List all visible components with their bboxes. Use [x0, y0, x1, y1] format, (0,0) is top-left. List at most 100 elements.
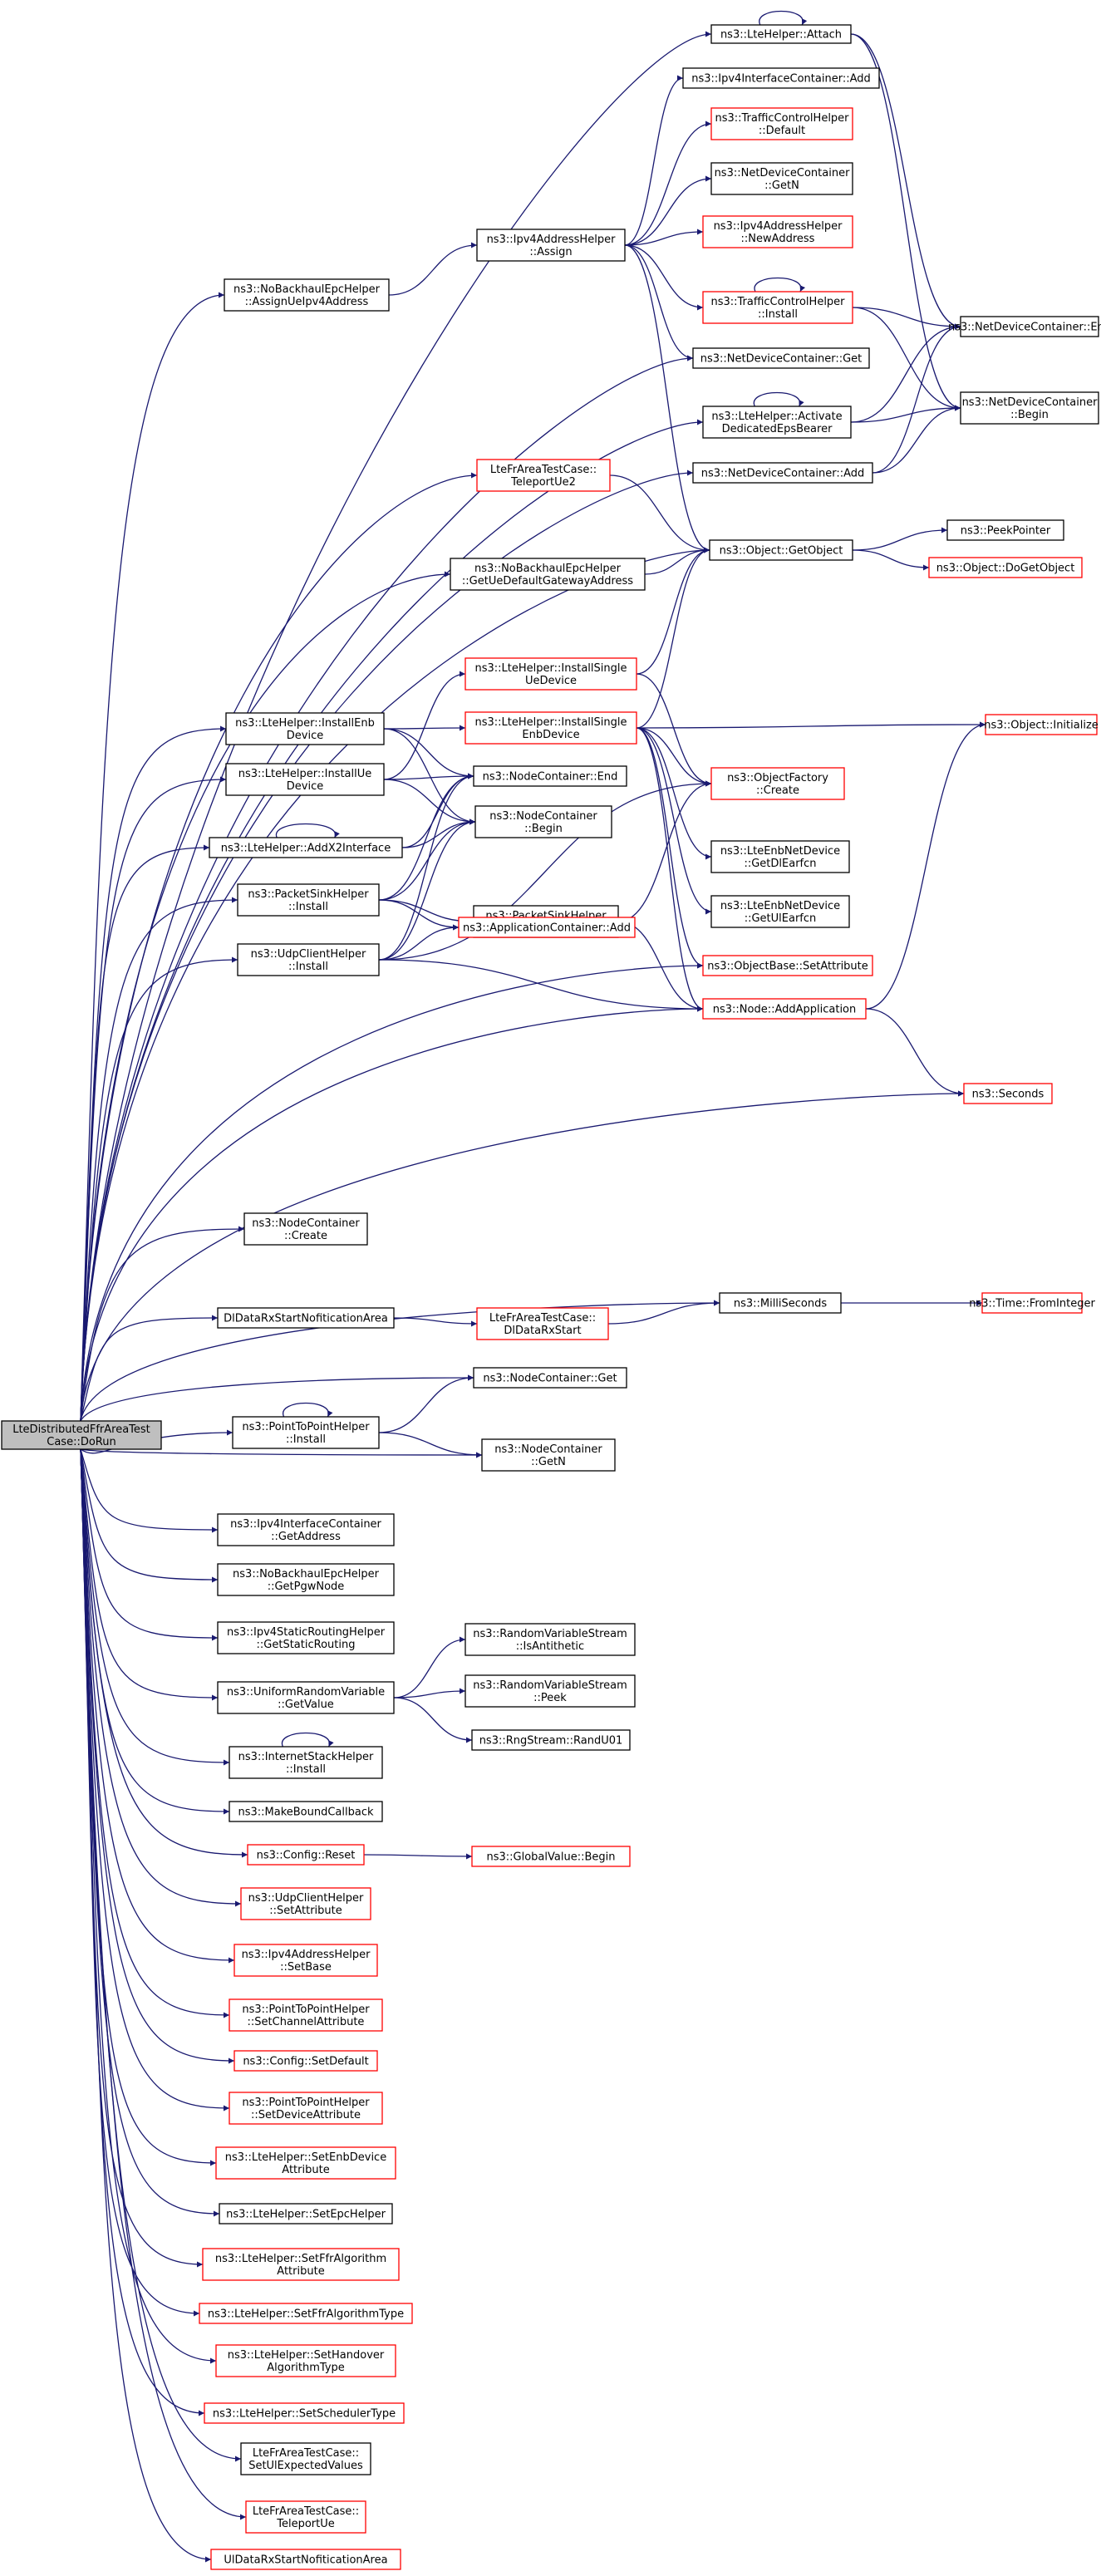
- node-ncbegin[interactable]: ns3::NodeContainer::Begin: [474, 805, 612, 838]
- edge-urvgetvalue-to-randu01: [393, 1697, 473, 1743]
- node-getstatic[interactable]: ns3::Ipv4StaticRoutingHelper::GetStaticR…: [217, 1621, 395, 1654]
- node-ipv4ifadd[interactable]: ns3::Ipv4InterfaceContainer::Add: [682, 67, 880, 89]
- node-objfactory[interactable]: ns3::ObjectFactory::Create: [710, 767, 845, 800]
- node-label: ns3::MakeBoundCallback: [238, 1807, 374, 1819]
- node-teleport2[interactable]: LteFrAreaTestCase::TeleportUe2: [476, 459, 611, 492]
- node-label: ns3::Time::FromInteger: [969, 1298, 1095, 1310]
- node-ndcbegin[interactable]: ns3::NetDeviceContainer::Begin: [960, 391, 1099, 425]
- edge-root-to-teleport: [80, 1448, 247, 2520]
- node-getdlearfcn[interactable]: ns3::LteEnbNetDevice::GetDlEarfcn: [710, 840, 850, 873]
- node-getuegw[interactable]: ns3::NoBackhaulEpcHelper::GetUeDefaultGa…: [450, 558, 646, 591]
- node-attach[interactable]: ns3::LteHelper::Attach: [710, 24, 852, 44]
- node-label: ns3::TrafficControlHelper: [710, 296, 845, 308]
- node-box: [215, 2146, 396, 2180]
- node-gvbegin[interactable]: ns3::GlobalValue::Begin: [471, 1846, 631, 1867]
- node-tchdefault[interactable]: ns3::TrafficControlHelper::Default: [710, 107, 853, 140]
- node-getpgw[interactable]: ns3::NoBackhaulEpcHelper::GetPgwNode: [217, 1563, 395, 1596]
- node-teleport[interactable]: LteFrAreaTestCase::TeleportUe: [245, 2500, 366, 2534]
- node-setsched[interactable]: ns3::LteHelper::SetSchedulerType: [204, 2402, 405, 2424]
- node-seconds[interactable]: ns3::Seconds: [963, 1083, 1053, 1104]
- node-urvgetvalue[interactable]: ns3::UniformRandomVariable::GetValue: [217, 1681, 395, 1714]
- node-dogetobject[interactable]: ns3::Object::DoGetObject: [928, 557, 1083, 578]
- node-box: [229, 1746, 383, 1779]
- node-setulexp[interactable]: LteFrAreaTestCase::SetUlExpectedValues: [240, 2442, 371, 2475]
- node-activate[interactable]: ns3::LteHelper::ActivateDedicatedEpsBear…: [702, 406, 852, 439]
- node-randu01[interactable]: ns3::RngStream::RandU01: [471, 1729, 631, 1751]
- node-ncend[interactable]: ns3::NodeContainer::End: [473, 765, 627, 787]
- node-initialize[interactable]: ns3::Object::Initialize: [984, 714, 1099, 735]
- node-ulstartarea[interactable]: UlDataRxStartNofiticationArea: [210, 2549, 401, 2570]
- node-label: EnbDevice: [522, 729, 579, 741]
- node-box: [247, 1844, 365, 1866]
- node-label: ::NewAddress: [741, 233, 815, 245]
- node-ndcadd[interactable]: ns3::NetDeviceContainer::Add: [692, 462, 873, 484]
- node-label: ::Install: [286, 1433, 326, 1446]
- node-setffrtype[interactable]: ns3::LteHelper::SetFfrAlgorithmType: [199, 2303, 413, 2324]
- node-ndcend[interactable]: ns3::NetDeviceContainer::End: [948, 316, 1101, 337]
- node-ndcget[interactable]: ns3::NetDeviceContainer::Get: [692, 347, 870, 369]
- node-box: [464, 657, 637, 691]
- node-label: ns3::LteHelper::InstallSingle: [475, 662, 627, 675]
- node-ncget[interactable]: ns3::NodeContainer::Get: [473, 1367, 627, 1389]
- node-configreset[interactable]: ns3::Config::Reset: [247, 1844, 365, 1866]
- node-p2pdevice[interactable]: ns3::PointToPointHelper::SetDeviceAttrib…: [229, 2092, 383, 2125]
- node-getobject[interactable]: ns3::Object::GetObject: [709, 539, 853, 561]
- node-packetsinkinstall[interactable]: ns3::PacketSinkHelper::Install: [237, 883, 380, 917]
- node-dlstartarea[interactable]: DlDataRxStartNofiticationArea: [217, 1307, 395, 1329]
- node-nobackassign[interactable]: ns3::NoBackhaulEpcHelper::AssignUeIpv4Ad…: [224, 278, 390, 312]
- node-setepc[interactable]: ns3::LteHelper::SetEpcHelper: [219, 2203, 393, 2225]
- node-ndcgetn[interactable]: ns3::NetDeviceContainer::GetN: [710, 162, 853, 195]
- edges: [80, 10, 986, 2563]
- node-label: ::AssignUeIpv4Address: [245, 296, 369, 308]
- edge-nobackassign-to-ipv4assign: [388, 242, 478, 296]
- edge-udpinstall-to-addapp: [378, 959, 704, 1012]
- node-box: [199, 2303, 413, 2324]
- node-addapp[interactable]: ns3::Node::AddApplication: [702, 998, 867, 1020]
- node-frominteger[interactable]: ns3::Time::FromInteger: [969, 1292, 1095, 1314]
- node-ncgetn[interactable]: ns3::NodeContainer::GetN: [481, 1438, 616, 1472]
- edge-ipv4assign-to-ndcget: [624, 244, 694, 361]
- node-appadd[interactable]: ns3::ApplicationContainer::Add: [458, 917, 636, 938]
- node-box: [960, 316, 1099, 337]
- node-label: ::GetDlEarfcn: [744, 858, 816, 870]
- node-setdefault[interactable]: ns3::Config::SetDefault: [233, 2050, 378, 2072]
- node-p2pchannel[interactable]: ns3::PointToPointHelper::SetChannelAttri…: [229, 1998, 383, 2032]
- node-setattr[interactable]: ns3::ObjectBase::SetAttribute: [702, 955, 873, 976]
- node-peek[interactable]: ns3::PeekPointer: [946, 519, 1064, 541]
- node-udpinstall[interactable]: ns3::UdpClientHelper::Install: [237, 943, 380, 976]
- node-label: TeleportUe: [276, 2518, 335, 2530]
- node-isanti[interactable]: ns3::RandomVariableStream::IsAntithetic: [464, 1623, 636, 1656]
- node-dlstart[interactable]: LteFrAreaTestCase::DlDataRxStart: [476, 1307, 609, 1340]
- node-box: [225, 763, 385, 796]
- node-p2pinstall[interactable]: ns3::PointToPointHelper::Install: [232, 1416, 380, 1449]
- node-ipv4newaddr[interactable]: ns3::Ipv4AddressHelper::NewAddress: [702, 215, 853, 248]
- edge-root-to-setattr: [80, 962, 704, 1422]
- edge-installsingleenb-to-setattr: [636, 727, 704, 969]
- node-rvspeek[interactable]: ns3::RandomVariableStream::Peek: [464, 1674, 636, 1708]
- node-ipv4assign[interactable]: ns3::Ipv4AddressHelper::Assign: [476, 229, 626, 262]
- node-ipv4setbase[interactable]: ns3::Ipv4AddressHelper::SetBase: [233, 1944, 378, 1977]
- node-box: [464, 711, 637, 745]
- node-millis[interactable]: ns3::MilliSeconds: [719, 1292, 842, 1314]
- node-getulearfcn[interactable]: ns3::LteEnbNetDevice::GetUlEarfcn: [710, 895, 850, 928]
- edge-udpinstall-to-ncend: [378, 773, 474, 961]
- node-addx2[interactable]: ns3::LteHelper::AddX2Interface: [209, 837, 403, 858]
- node-label: DlDataRxStart: [504, 1325, 581, 1337]
- node-makebound[interactable]: ns3::MakeBoundCallback: [229, 1801, 383, 1822]
- node-udpsetattr[interactable]: ns3::UdpClientHelper::SetAttribute: [240, 1887, 371, 1920]
- node-internetinstall[interactable]: ns3::InternetStackHelper::Install: [229, 1746, 383, 1779]
- node-box: [450, 558, 646, 591]
- node-label: ns3::NodeContainer: [252, 1217, 360, 1230]
- node-nccreate[interactable]: ns3::NodeContainer::Create: [243, 1212, 368, 1246]
- node-box: [225, 712, 385, 745]
- node-ipv4getaddr[interactable]: ns3::Ipv4InterfaceContainer::GetAddress: [217, 1513, 395, 1546]
- node-tchinstall[interactable]: ns3::TrafficControlHelper::Install: [702, 291, 853, 324]
